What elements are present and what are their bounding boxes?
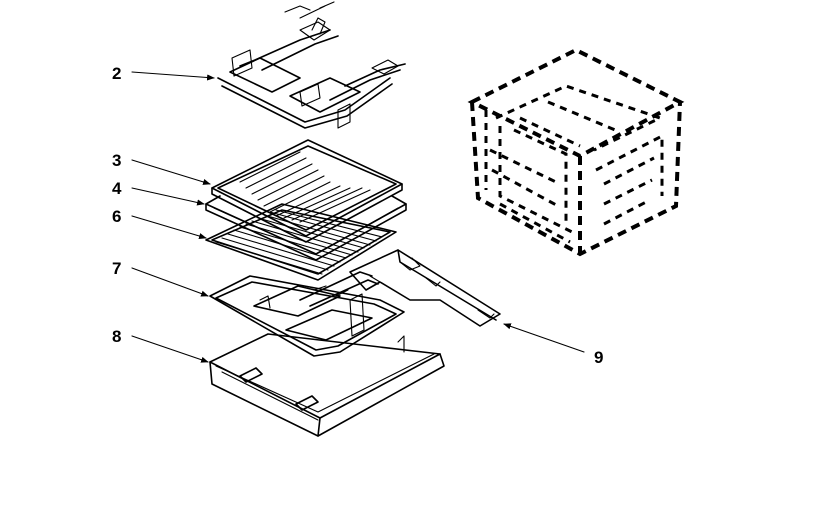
- callout-6: 6: [112, 207, 121, 226]
- callout-leaders: [131, 71, 585, 363]
- callout-7: 7: [112, 259, 121, 278]
- oven-cavity-outline: [467, 47, 685, 257]
- callout-9: 9: [594, 348, 603, 367]
- callout-8: 8: [112, 327, 121, 346]
- callout-4: 4: [112, 179, 122, 198]
- broil-element-part: [217, 1, 406, 129]
- callout-3: 3: [112, 151, 121, 170]
- bracket-part: [349, 249, 501, 327]
- bake-element-part: [209, 271, 405, 357]
- drawer-panel-part: [209, 333, 445, 437]
- oven-rack-part: [205, 203, 397, 281]
- callout-labels: 2 3 4 6 7 8 9: [112, 64, 603, 367]
- callout-2: 2: [112, 64, 121, 83]
